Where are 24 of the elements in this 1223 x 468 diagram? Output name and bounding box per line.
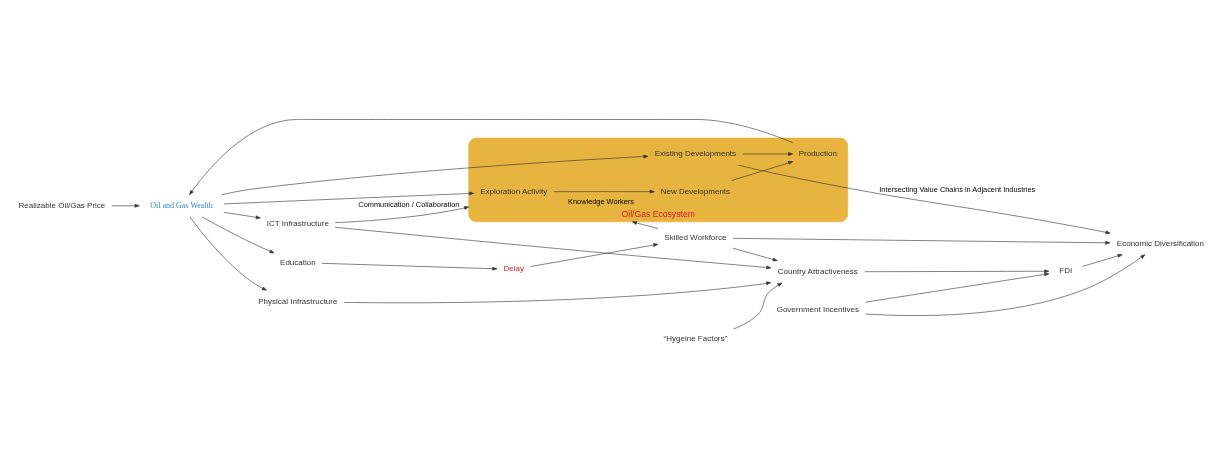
arrow (733, 282, 783, 329)
arrow (221, 154, 649, 195)
arrow (223, 191, 474, 204)
arrow (731, 160, 794, 181)
arrow (553, 189, 655, 193)
arrow (343, 281, 772, 303)
arrow (223, 211, 261, 219)
arrow (631, 220, 659, 229)
arrow (189, 118, 794, 195)
arrow (1082, 253, 1123, 267)
arrow (742, 151, 794, 156)
arrow (732, 247, 778, 261)
arrow (111, 203, 140, 208)
arrow (530, 242, 659, 267)
arrow (865, 253, 1146, 316)
arrow (732, 237, 1111, 245)
arrow (865, 272, 1050, 302)
arrow (189, 216, 267, 291)
arrow (738, 164, 1111, 234)
arrow (321, 262, 498, 270)
arrow (201, 216, 275, 253)
arrow (334, 205, 469, 223)
arrow (334, 226, 772, 269)
arrow (864, 268, 1050, 273)
